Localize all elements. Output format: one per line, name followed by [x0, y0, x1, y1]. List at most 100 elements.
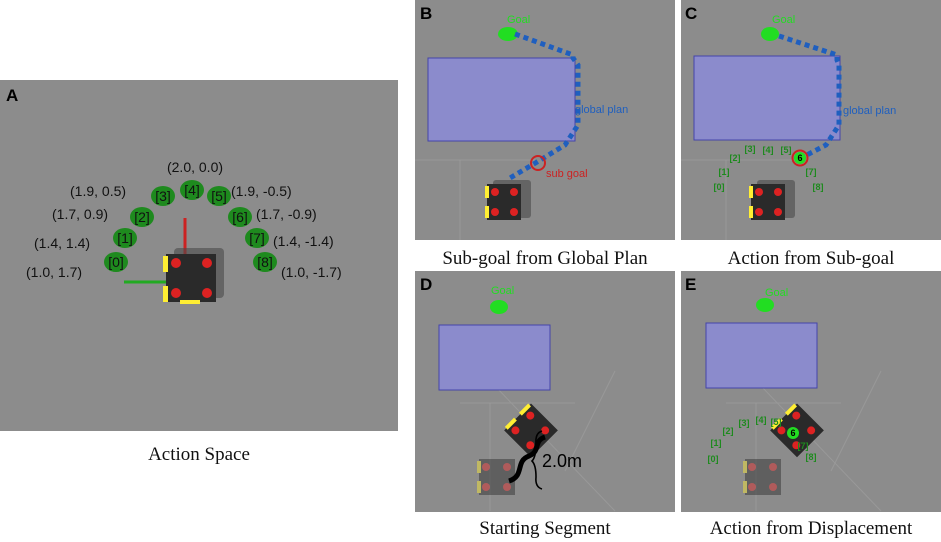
action-marker	[113, 228, 137, 248]
action-index-6: 6	[794, 152, 806, 164]
panel-d-canvas: Goal 2.0m	[438, 285, 616, 512]
goal-marker	[756, 298, 774, 312]
action-index-label: [8]	[813, 182, 824, 192]
action-index-label: [8]	[806, 452, 817, 462]
action-index-label: [1]	[719, 167, 730, 177]
action-index-label: 6	[797, 153, 802, 163]
panel-a-canvas: [0](1.0, 1.7)[1](1.4, 1.4)[2](1.7, 0.9)[…	[26, 159, 342, 304]
sub-goal-marker	[530, 155, 546, 171]
action-index-6: 6	[787, 427, 799, 439]
sub-goal-label: sub goal	[546, 168, 588, 180]
action-4: [4] (2.0, 0.0)	[167, 159, 223, 200]
action-coordinate: (2.0, 0.0)	[167, 159, 223, 175]
action-index-label: [7]	[798, 441, 809, 451]
action-5: [5](1.9, -0.5)	[207, 183, 292, 206]
action-index-2: [2]	[730, 153, 741, 163]
action-marker	[207, 186, 231, 206]
action-index-4: [4]	[756, 415, 767, 425]
obstacle	[693, 55, 841, 141]
action-coordinate: (1.9, 0.5)	[70, 183, 126, 199]
action-space: [0](1.0, 1.7)[1](1.4, 1.4)[2](1.7, 0.9)[…	[26, 159, 342, 280]
action-index-label: [5]	[781, 145, 792, 155]
global-plan-path	[508, 31, 581, 181]
action-marker	[245, 228, 269, 248]
action-index: [1]	[117, 230, 133, 246]
panel-e-label: E	[685, 275, 697, 294]
action-index-1: [1]	[711, 438, 722, 448]
robot	[485, 180, 531, 220]
global-plan-label: global plan	[843, 105, 896, 117]
selected-action-marker	[794, 152, 806, 164]
selected-action-marker	[787, 427, 799, 439]
panel-d-caption: Starting Segment	[479, 518, 611, 539]
floor-grid-line	[760, 385, 882, 512]
action-index: [3]	[155, 188, 171, 204]
action-marker	[130, 207, 154, 227]
goal-label: Goal	[507, 14, 530, 26]
panel-d: Goal 2.0m D	[415, 271, 675, 512]
action-coordinate: (1.0, 1.7)	[26, 264, 82, 280]
action-marker	[151, 186, 175, 206]
action-index-label: [3]	[745, 144, 756, 154]
starting-segment-path	[507, 434, 547, 484]
action-index: [4]	[184, 182, 200, 198]
panel-b-label: B	[420, 4, 433, 23]
action-marker	[180, 180, 204, 200]
action-marker	[104, 252, 128, 272]
action-index-label: [5]	[771, 417, 782, 427]
action-index-5: [5]	[781, 145, 792, 155]
robot	[749, 180, 795, 220]
robot	[163, 248, 224, 304]
panel-c-canvas: Goal global plan [0][1][2][3][4][5]6[7][…	[681, 14, 896, 240]
action-marker	[253, 252, 277, 272]
action-index-label: [7]	[806, 167, 817, 177]
goal-label: Goal	[491, 285, 514, 297]
action-index-4: [4]	[763, 145, 774, 155]
action-index: [2]	[134, 209, 150, 225]
panel-a-caption: Action Space	[148, 444, 250, 465]
action-7: [7](1.4, -1.4)	[245, 228, 334, 249]
action-index-1: [1]	[719, 167, 730, 177]
action-index-label: [1]	[711, 438, 722, 448]
action-index-5: [5]	[771, 417, 782, 427]
goal-label: Goal	[772, 14, 795, 26]
panel-d-label: D	[420, 275, 433, 294]
action-index: [8]	[257, 254, 273, 270]
obstacle	[427, 57, 576, 142]
action-index-label: [0]	[708, 454, 719, 464]
action-indices: [0][1][2][3][4][5]6[7][8]	[714, 144, 824, 192]
action-0: [0] (1.0, 1.7)	[26, 252, 128, 280]
global-plan-label: global plan	[575, 104, 628, 116]
sub-goal-marker	[791, 149, 809, 167]
action-index: [0]	[108, 254, 124, 270]
panel-b-caption: Sub-goal from Global Plan	[442, 248, 648, 269]
action-indices: [0] [1][2] [3] [4] [5] 6 [7][8]	[708, 415, 817, 464]
action-index-label: [2]	[730, 153, 741, 163]
panel-a: [0](1.0, 1.7)[1](1.4, 1.4)[2](1.7, 0.9)[…	[0, 80, 398, 431]
panel-c: Goal global plan [0][1][2][3][4][5]6[7][…	[681, 0, 941, 240]
action-6: [6](1.7, -0.9)	[228, 206, 317, 227]
action-index-7: [7]	[798, 441, 809, 451]
action-index-label: [4]	[756, 415, 767, 425]
action-coordinate: (1.4, 1.4)	[34, 235, 90, 251]
action-index: [5]	[211, 188, 227, 204]
action-coordinate: (1.0, -1.7)	[281, 264, 342, 280]
goal-marker	[490, 300, 508, 314]
panel-a-label: A	[6, 86, 19, 105]
floor-grid-line	[564, 370, 616, 472]
robot-start-ghost	[743, 459, 781, 495]
floor-grid-line	[494, 385, 616, 512]
action-index: [7]	[249, 230, 265, 246]
robot-start-ghost	[477, 459, 515, 495]
panel-b: Goal global plan sub goal B	[415, 0, 675, 240]
goal-label: Goal	[765, 287, 788, 299]
action-1: [1] (1.4, 1.4)	[34, 228, 137, 251]
action-index-label: [2]	[723, 426, 734, 436]
action-coordinate: (1.9, -0.5)	[231, 183, 292, 199]
action-index-2: [2]	[723, 426, 734, 436]
panel-c-label: C	[685, 4, 698, 23]
action-8: [8] (1.0, -1.7)	[253, 252, 342, 280]
action-index-label: [3]	[739, 418, 750, 428]
goal-marker	[761, 27, 779, 41]
action-marker	[228, 207, 252, 227]
